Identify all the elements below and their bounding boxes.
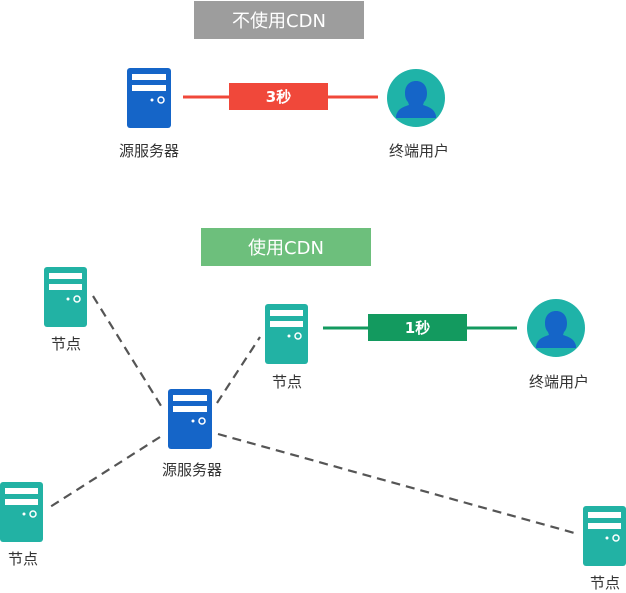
latency-badge-cdn: 1秒 [368,314,467,341]
dash-link-bottom-left [49,436,161,508]
node-server-icon [0,482,43,542]
latency-badge-no-cdn: 3秒 [229,83,328,110]
node-label: 节点 [7,550,38,568]
cdn-banner: 使用CDN [201,228,371,266]
node-label: 节点 [589,574,620,592]
node-server-icon [583,506,626,566]
user-avatar-icon [527,299,585,357]
server-icon [168,389,212,449]
node-label: 节点 [50,335,81,353]
end-user-label: 终端用户 [528,373,589,391]
source-server-label: 源服务器 [118,142,179,160]
user-avatar-icon [387,69,445,127]
source-server-label: 源服务器 [161,461,222,479]
dash-link-bottom-right [217,432,579,536]
node-server-icon [265,304,308,364]
node-label: 节点 [271,373,302,391]
no-cdn-banner: 不使用CDN [194,1,364,39]
dashed-links [49,295,579,536]
dash-link-top-right [216,336,261,404]
dash-link-top-left [92,295,164,410]
end-user-label: 终端用户 [388,142,449,160]
server-icon [127,68,171,128]
node-server-icon [44,267,87,327]
